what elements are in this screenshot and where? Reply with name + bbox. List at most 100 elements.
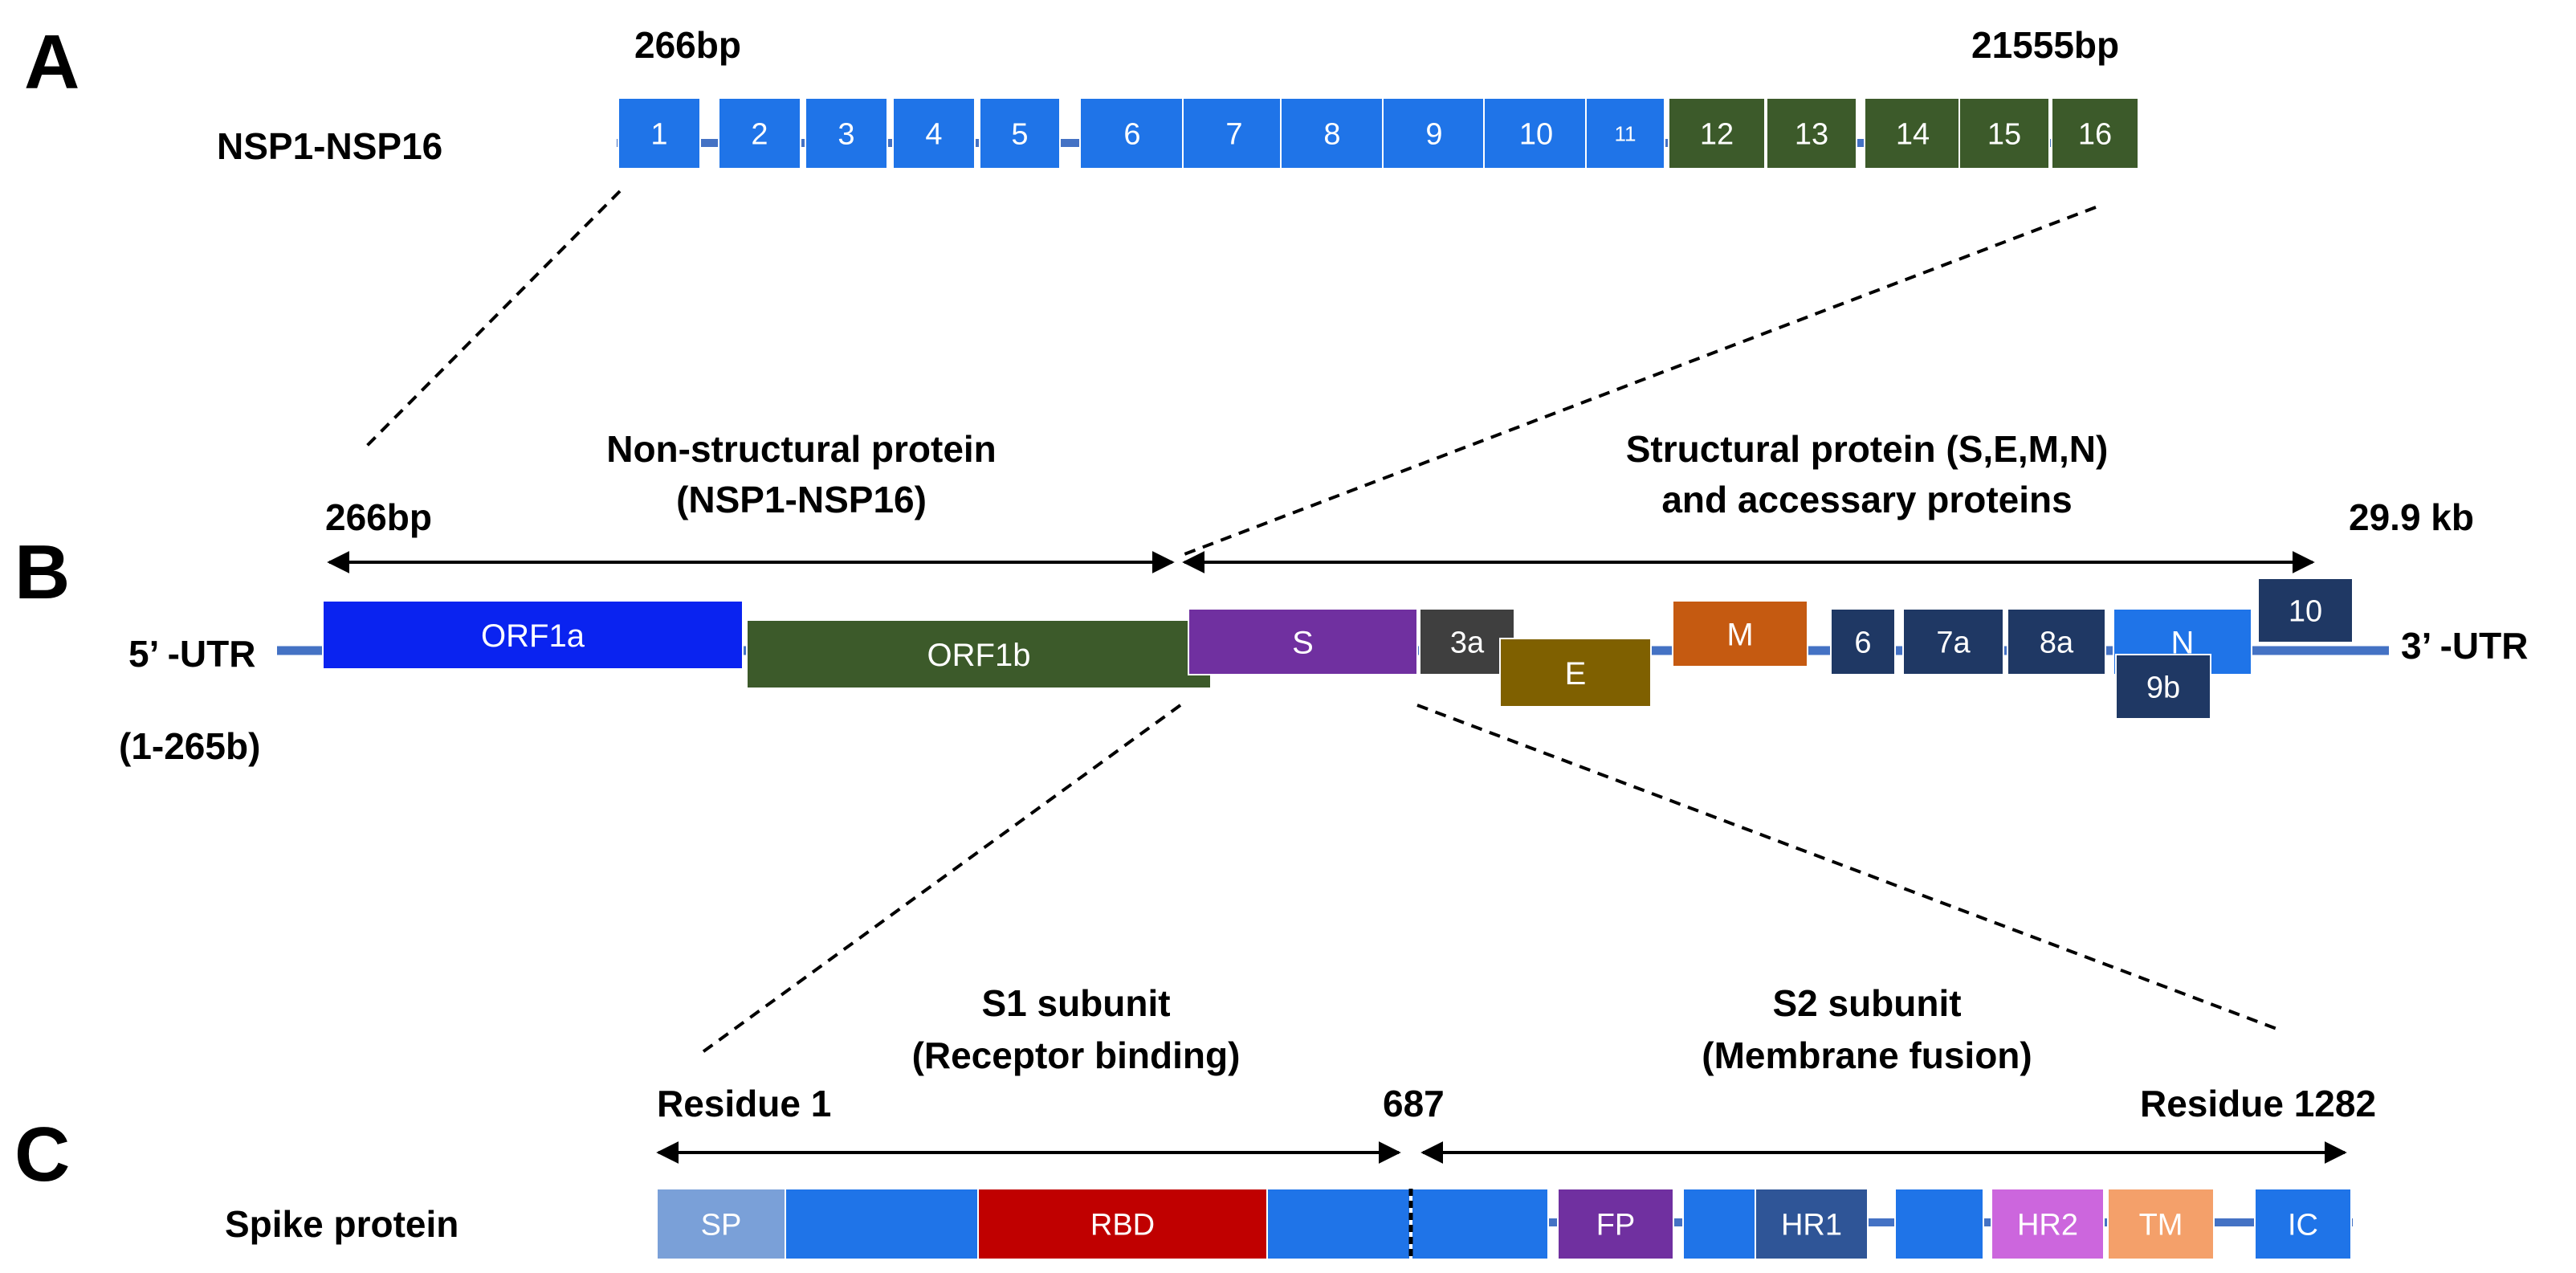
domain-box-10 — [1991, 1188, 2105, 1260]
panel-b-letter: B — [14, 529, 70, 615]
structural-heading-line2: and accessary proteins — [1661, 479, 2072, 520]
domain-label-10: HR2 — [2017, 1209, 2078, 1242]
gene-label-3: S — [1292, 625, 1314, 660]
nsp-box-5 — [979, 97, 1061, 169]
residue-start-label: Residue 1 — [657, 1083, 831, 1124]
domain-box-11 — [2107, 1188, 2215, 1260]
panel-a-end-label: 21555bp — [1971, 24, 2119, 66]
nsp-box-16 — [2051, 97, 2139, 169]
domain-box-9 — [1894, 1188, 1984, 1260]
nsp-heading-line1: Non-structural protein — [606, 428, 997, 470]
domain-label-3: RBD — [1090, 1209, 1155, 1242]
panel-a-letter: A — [24, 19, 79, 105]
nsp-box-12 — [1668, 97, 1766, 169]
gene-label-1: ORF1a — [481, 618, 585, 654]
structural-heading-line1: Structural protein (S,E,M,N) — [1626, 428, 2109, 470]
gene-label-4: 3a — [1450, 626, 1485, 660]
nsp-label-16: 16 — [2078, 118, 2112, 152]
nsp-box-6 — [1079, 97, 1185, 169]
domain-box-5 — [1411, 1188, 1549, 1260]
domain-label-6: FP — [1596, 1209, 1636, 1242]
nsp-label-4: 4 — [925, 118, 942, 152]
s1-heading-line1: S1 subunit — [981, 982, 1170, 1024]
nsp-row-label: NSP1-NSP16 — [217, 125, 442, 167]
panel-c-letter: C — [14, 1112, 70, 1198]
nsp-label-6: 6 — [1123, 118, 1140, 152]
nsp-label-9: 9 — [1425, 118, 1442, 152]
gene-box-4 — [1419, 608, 1515, 675]
nsp-box-9 — [1382, 97, 1486, 169]
gene-box-3 — [1188, 608, 1418, 675]
nsp-label-7: 7 — [1225, 118, 1242, 152]
zoom-line-a-left — [361, 190, 622, 451]
zoom-line-a-right — [1184, 206, 2097, 556]
spike-row-label: Spike protein — [225, 1203, 459, 1245]
panel-b-start-label: 266bp — [325, 496, 432, 538]
s2-heading-line1: S2 subunit — [1772, 982, 1961, 1024]
spike-domains: SP RBD FP HR1 HR2 TM IC — [656, 1188, 2352, 1260]
panel-b: B Non-structural protein (NSP1-NSP16) St… — [14, 428, 2528, 767]
panel-c: C S1 subunit (Receptor binding) S2 subun… — [14, 982, 2376, 1260]
nsp-label-2: 2 — [751, 118, 768, 152]
domain-box-6 — [1557, 1188, 1674, 1260]
nsp-box-3 — [805, 97, 888, 169]
panel-b-end-label: 29.9 kb — [2349, 496, 2474, 538]
utr3-label: 3’ -UTR — [2401, 625, 2528, 667]
gene-box-11 — [2115, 654, 2211, 720]
utr5-label: 5’ -UTR — [128, 633, 255, 675]
nsp-label-5: 5 — [1011, 118, 1028, 152]
gene-label-9: 8a — [2040, 626, 2074, 660]
gene-label-11: 9b — [2146, 671, 2180, 705]
domain-box-8 — [1755, 1188, 1869, 1260]
gene-box-9 — [2007, 608, 2106, 675]
zoom-line-b-left — [695, 704, 1182, 1058]
domain-label-12: IC — [2288, 1209, 2318, 1242]
nsp-heading-line2: (NSP1-NSP16) — [676, 479, 927, 520]
nsp-box-11 — [1585, 97, 1665, 169]
nsp-label-15: 15 — [1987, 118, 2021, 152]
gene-box-1 — [322, 600, 744, 670]
domain-box-1 — [656, 1188, 786, 1260]
nsp-label-11: 11 — [1615, 121, 1636, 145]
nsp-label-13: 13 — [1795, 118, 1828, 152]
gene-box-7 — [1830, 608, 1896, 675]
s2-heading-line2: (Membrane fusion) — [1702, 1034, 2032, 1076]
zoom-line-b-right — [1416, 704, 2280, 1031]
nsp-label-8: 8 — [1323, 118, 1340, 152]
gene-box-6 — [1672, 600, 1808, 667]
nsp-box-2 — [718, 97, 801, 169]
nsp-box-14 — [1864, 97, 1962, 169]
domain-box-4 — [1266, 1188, 1411, 1260]
domain-box-2 — [785, 1188, 979, 1260]
nsp-box-10 — [1483, 97, 1589, 169]
s1-heading-line2: (Receptor binding) — [912, 1034, 1241, 1076]
gene-label-7: 6 — [1854, 626, 1871, 660]
gene-box-8 — [1902, 608, 2004, 675]
nsp-box-1 — [618, 97, 701, 169]
nsp-box-15 — [1958, 97, 2050, 169]
domain-box-12 — [2254, 1188, 2352, 1260]
nsp-box-13 — [1766, 97, 1857, 169]
domain-label-1: SP — [701, 1209, 742, 1242]
gene-box-5 — [1499, 638, 1652, 708]
nsp-label-10: 10 — [1519, 118, 1553, 152]
panel-a-start-label: 266bp — [634, 24, 741, 66]
gene-label-8: 7a — [1936, 626, 1971, 660]
gene-label-2: ORF1b — [927, 638, 1031, 673]
nsp-label-12: 12 — [1700, 118, 1734, 152]
residue-mid-label: 687 — [1383, 1083, 1445, 1124]
nsp-label-1: 1 — [650, 118, 667, 152]
domain-label-11: TM — [2139, 1209, 2183, 1242]
gene-label-6: M — [1726, 617, 1753, 652]
nsp-box-4 — [892, 97, 976, 169]
residue-end-label: Residue 1282 — [2140, 1083, 2376, 1124]
gene-box-12 — [2257, 577, 2354, 643]
gene-label-12: 10 — [2289, 595, 2322, 629]
domain-label-8: HR1 — [1781, 1209, 1842, 1242]
gene-label-5: E — [1565, 656, 1587, 692]
nsp-label-3: 3 — [838, 118, 854, 152]
